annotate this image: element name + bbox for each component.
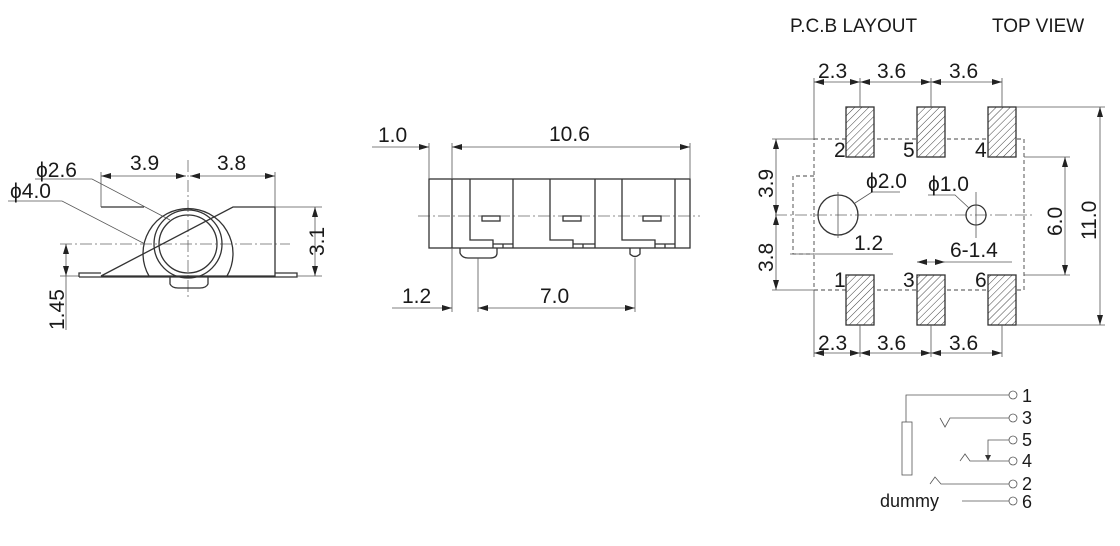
pad-label-6: 6: [975, 269, 987, 292]
dim-phi-4-0: ϕ4.0: [10, 180, 51, 203]
schematic-pin-6: 6: [1022, 492, 1032, 512]
top-dim-3-6-b: 3.6: [949, 60, 978, 83]
top-dim-3-6-a: 3.6: [877, 60, 906, 83]
pcb-layout-title: P.C.B LAYOUT: [790, 16, 917, 37]
pcb-layout: P.C.B LAYOUT TOP VIEW 2 5 4 1 3 6 2.3 3.…: [755, 16, 1105, 357]
dim-phi-2-6: ϕ2.6: [36, 159, 77, 182]
pad-label-5: 5: [903, 139, 915, 162]
dim-6-0: 6.0: [1044, 207, 1067, 236]
dim-1-2: 1.2: [402, 285, 431, 308]
bottom-dim-2-3: 2.3: [818, 332, 847, 355]
pad-label-4: 4: [975, 139, 987, 162]
pad-label-2: 2: [834, 139, 846, 162]
top-dim-2-3: 2.3: [818, 60, 847, 83]
schematic-pin-5: 5: [1022, 430, 1032, 450]
schematic-pin-1: 1: [1022, 386, 1032, 406]
pad-label-1: 1: [834, 269, 846, 292]
dim-1-0: 1.0: [378, 124, 407, 147]
schematic-pin-3: 3: [1022, 408, 1032, 428]
dim-pad-width: 6-1.4: [950, 239, 998, 262]
dim-3-9: 3.9: [130, 152, 159, 175]
dim-3-1: 3.1: [306, 227, 329, 256]
dim-1-45: 1.45: [46, 289, 69, 330]
front-view: 3.9 3.8 ϕ2.6 ϕ4.0 3.1 1.45: [8, 152, 329, 330]
pad-4: [987, 106, 1017, 158]
dim-3-8: 3.8: [217, 152, 246, 175]
schematic-pin-4: 4: [1022, 451, 1032, 471]
dim-10-6: 10.6: [549, 123, 590, 146]
pad-5: [916, 106, 946, 158]
schematic: 1 3 5 4 2 6 dummy: [880, 386, 1032, 512]
dim-11-0: 11.0: [1078, 201, 1101, 240]
bottom-dim-3-6-b: 3.6: [949, 332, 978, 355]
pad-1: [845, 274, 875, 326]
dummy-label: dummy: [880, 491, 939, 511]
pad-label-3: 3: [903, 269, 915, 292]
top-view-label: TOP VIEW: [992, 16, 1084, 37]
left-dim-3-9: 3.9: [755, 169, 778, 198]
pad-6: [987, 274, 1017, 326]
hole-small-label: ϕ1.0: [928, 173, 969, 196]
side-view: 1.0 10.6 1.2 7.0: [372, 123, 700, 312]
schematic-pin-2: 2: [1022, 474, 1032, 494]
pad-2: [845, 106, 875, 158]
hole-large-label: ϕ2.0: [866, 170, 907, 193]
dim-7-0: 7.0: [540, 285, 569, 308]
pad-3: [916, 274, 946, 326]
dim-1-2-hole: 1.2: [854, 232, 883, 255]
left-dim-3-8: 3.8: [755, 243, 778, 272]
bottom-dim-3-6-a: 3.6: [877, 332, 906, 355]
